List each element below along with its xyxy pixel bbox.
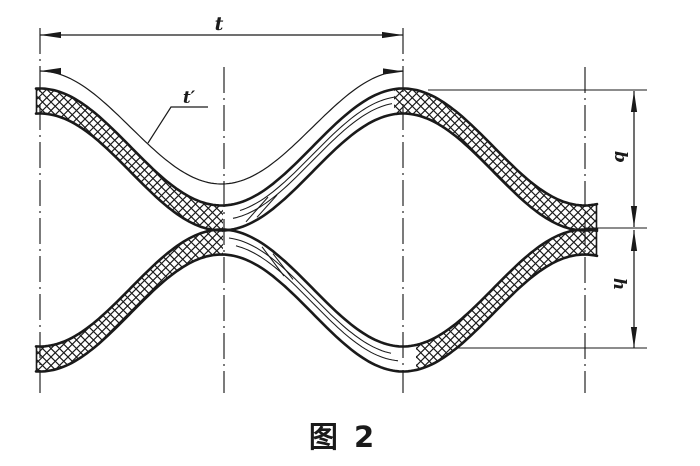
label-b: b <box>610 151 630 163</box>
wire-bands <box>34 87 599 373</box>
rear-wire-detail-lines <box>228 96 399 362</box>
centerlines <box>39 28 586 393</box>
section-hatching <box>36 88 597 372</box>
figure-caption: 图 2 <box>309 420 377 454</box>
label-h: h <box>609 278 629 290</box>
label-t-prime: t′ <box>183 88 196 108</box>
dimension-b-h <box>630 91 638 348</box>
dimension-t-prime-developed-length <box>39 67 404 185</box>
dimension-t-pitch <box>40 31 403 39</box>
label-t: t <box>215 13 224 35</box>
